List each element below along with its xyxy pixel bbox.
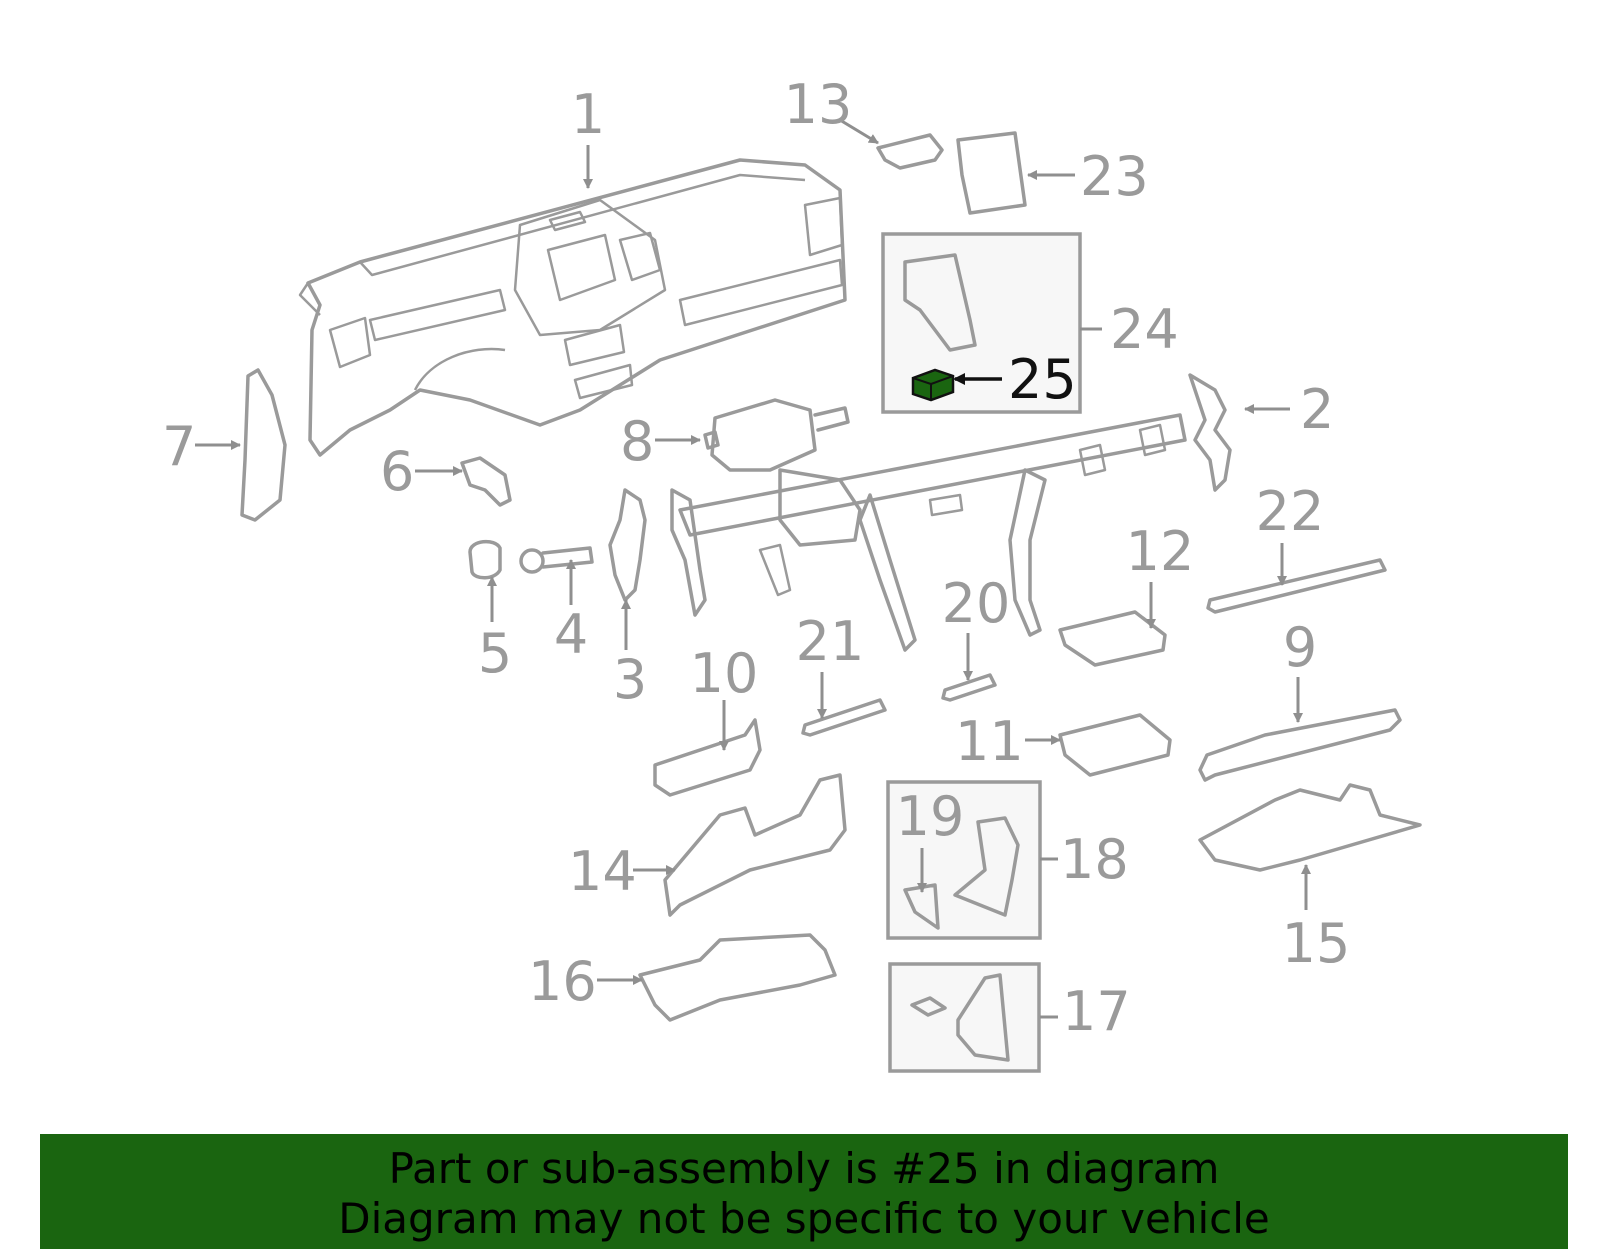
callout-14: 14 xyxy=(568,840,637,903)
part-9-garnish xyxy=(1198,708,1402,782)
part-25-highlighted xyxy=(911,368,955,402)
callout-10: 10 xyxy=(690,642,759,705)
part-20-garnish xyxy=(941,673,997,702)
callout-12: 12 xyxy=(1126,520,1195,583)
callout-11: 11 xyxy=(955,710,1024,773)
info-banner: Part or sub-assembly is #25 in diagram D… xyxy=(40,1134,1568,1249)
callout-arrows xyxy=(195,118,1311,1019)
part-4-bolt xyxy=(519,546,594,574)
callout-25: 25 xyxy=(1008,348,1077,411)
part-6-clip xyxy=(460,456,512,507)
part-14-lower-panel xyxy=(663,773,847,917)
part-23-vent xyxy=(956,131,1027,215)
callout-13: 13 xyxy=(784,73,853,136)
callout-1: 1 xyxy=(571,83,605,146)
callout-18: 18 xyxy=(1060,828,1129,891)
callout-6: 6 xyxy=(380,440,414,503)
part-12-box xyxy=(1058,610,1167,667)
callout-5: 5 xyxy=(478,622,512,685)
part-8-airbag xyxy=(703,398,850,472)
part-15-lower-panel xyxy=(1198,783,1422,872)
box-17 xyxy=(888,962,1041,1073)
callout-21: 21 xyxy=(796,610,865,673)
callout-9: 9 xyxy=(1283,616,1317,679)
callout-2: 2 xyxy=(1300,378,1334,441)
part-2-support-beam xyxy=(670,373,1232,652)
callout-labels: 1 2 3 4 5 6 7 8 9 10 11 12 13 14 15 16 1… xyxy=(162,73,1350,1043)
part-22-garnish xyxy=(1206,558,1387,614)
part-7-side-cover xyxy=(240,368,287,522)
part-11-box xyxy=(1058,713,1172,777)
part-21-garnish xyxy=(801,698,887,737)
callout-8: 8 xyxy=(620,410,654,473)
callout-16: 16 xyxy=(528,950,597,1013)
part-16-under-cover xyxy=(638,933,837,1022)
banner-line-1: Part or sub-assembly is #25 in diagram xyxy=(388,1144,1220,1193)
arrow-13 xyxy=(839,118,879,145)
part-5-cap xyxy=(468,539,502,580)
part-13-vent xyxy=(876,133,944,170)
callout-20: 20 xyxy=(942,572,1011,635)
callout-23: 23 xyxy=(1080,145,1149,208)
part-10-cover xyxy=(653,718,762,797)
callout-17: 17 xyxy=(1062,980,1131,1043)
callout-15: 15 xyxy=(1282,912,1351,975)
callout-24: 24 xyxy=(1110,298,1179,361)
part-1-instrument-panel xyxy=(298,158,847,457)
box-24 xyxy=(881,232,1082,414)
callout-4: 4 xyxy=(554,603,588,666)
callout-3: 3 xyxy=(613,648,647,711)
callout-7: 7 xyxy=(162,415,196,478)
callout-22: 22 xyxy=(1256,480,1325,543)
part-3-bracket xyxy=(608,488,647,602)
banner-line-2: Diagram may not be specific to your vehi… xyxy=(338,1194,1270,1243)
callout-19: 19 xyxy=(896,785,965,848)
